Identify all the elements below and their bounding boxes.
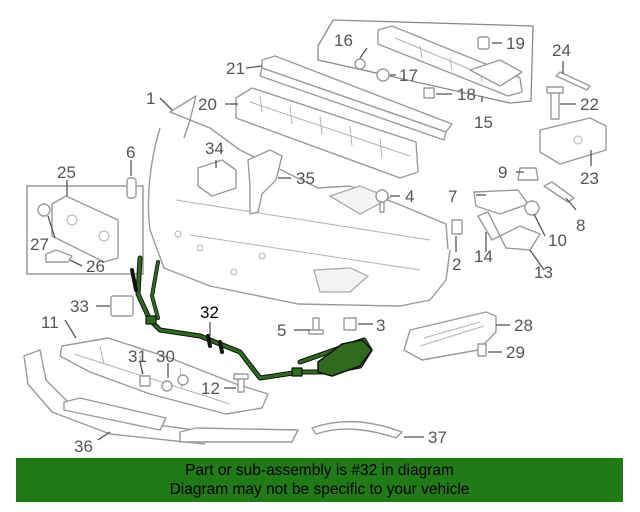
callout-29: 29 bbox=[506, 343, 525, 362]
part-7-bracket bbox=[473, 189, 529, 215]
callout-27: 27 bbox=[30, 235, 49, 254]
clip-10 bbox=[524, 200, 540, 216]
fastener-31 bbox=[139, 375, 151, 387]
callout-30: 30 bbox=[156, 347, 175, 366]
leader-lines bbox=[47, 42, 592, 441]
callout-36: 36 bbox=[74, 437, 93, 456]
callout-10: 10 bbox=[548, 231, 567, 250]
callout-23: 23 bbox=[580, 169, 599, 188]
callout-32: 32 bbox=[200, 303, 219, 322]
callout-18: 18 bbox=[457, 85, 476, 104]
screw-12 bbox=[233, 373, 249, 393]
callout-2: 2 bbox=[452, 255, 461, 274]
fastener-16 bbox=[354, 58, 366, 70]
callout-1: 1 bbox=[146, 89, 155, 108]
banner-line-2: Diagram may not be specific to your vehi… bbox=[169, 481, 470, 498]
part-35-bracket bbox=[247, 149, 283, 215]
callout-24: 24 bbox=[552, 41, 571, 60]
callout-34: 34 bbox=[205, 139, 224, 158]
part-25-license-bracket bbox=[51, 195, 119, 263]
callout-22: 22 bbox=[580, 95, 599, 114]
callout-9: 9 bbox=[498, 163, 507, 182]
callout-20: 20 bbox=[198, 95, 217, 114]
part-34-module bbox=[197, 159, 237, 197]
fastener-19 bbox=[477, 36, 490, 50]
callout-21: 21 bbox=[226, 59, 245, 78]
callout-19: 19 bbox=[506, 34, 525, 53]
info-banner: Part or sub-assembly is #32 in diagram D… bbox=[16, 458, 623, 502]
group-box-15 bbox=[317, 19, 534, 104]
bolt-8 bbox=[543, 181, 575, 203]
callout-35: 35 bbox=[296, 169, 315, 188]
fastener-18 bbox=[423, 87, 435, 99]
callout-6: 6 bbox=[126, 143, 135, 162]
bolt-26 bbox=[45, 249, 73, 263]
fastener-17 bbox=[376, 68, 390, 82]
part-37-strip bbox=[311, 420, 403, 439]
callout-31: 31 bbox=[128, 347, 147, 366]
callout-25: 25 bbox=[57, 163, 76, 182]
callout-16: 16 bbox=[334, 31, 353, 50]
callout-15: 15 bbox=[474, 113, 493, 132]
callout-17: 17 bbox=[399, 66, 418, 85]
callout-8: 8 bbox=[576, 216, 585, 235]
bolt-14 bbox=[477, 211, 501, 241]
part-15-bracket bbox=[377, 25, 523, 97]
nut-9 bbox=[517, 167, 539, 181]
fastener-27 bbox=[37, 203, 51, 217]
part-33-module bbox=[110, 295, 134, 317]
callout-14: 14 bbox=[474, 247, 493, 266]
callout-11: 11 bbox=[41, 313, 59, 332]
callout-12: 12 bbox=[201, 379, 220, 398]
screw-5 bbox=[308, 317, 324, 335]
callout-5: 5 bbox=[277, 321, 286, 340]
part-20-absorber bbox=[235, 87, 419, 179]
part-28-grille bbox=[403, 311, 497, 361]
clip-2 bbox=[451, 219, 463, 235]
callout-26: 26 bbox=[86, 257, 105, 276]
callout-4: 4 bbox=[405, 187, 414, 206]
callout-3: 3 bbox=[376, 316, 385, 335]
bracket-23 bbox=[539, 117, 607, 165]
part-36-strip bbox=[63, 397, 299, 443]
banner-line-1: Part or sub-assembly is #32 in diagram bbox=[185, 462, 454, 479]
callout-28: 28 bbox=[514, 316, 533, 335]
screw-4 bbox=[375, 189, 389, 213]
part-32-wiring-harness bbox=[130, 255, 373, 381]
bolt-22 bbox=[546, 86, 564, 120]
clip-29 bbox=[477, 343, 487, 357]
part-6-reflector bbox=[126, 177, 137, 199]
bracket-13 bbox=[499, 225, 541, 251]
bolt-24 bbox=[555, 71, 591, 91]
group-box-25 bbox=[26, 185, 144, 275]
callout-7: 7 bbox=[448, 187, 457, 206]
callout-37: 37 bbox=[428, 428, 447, 447]
part-11-lower-deflector bbox=[59, 337, 269, 415]
callout-13: 13 bbox=[534, 263, 553, 282]
clip-3 bbox=[343, 317, 357, 331]
fastener-30 bbox=[161, 374, 189, 392]
part-21-bar bbox=[259, 55, 453, 141]
callout-33: 33 bbox=[70, 297, 89, 316]
